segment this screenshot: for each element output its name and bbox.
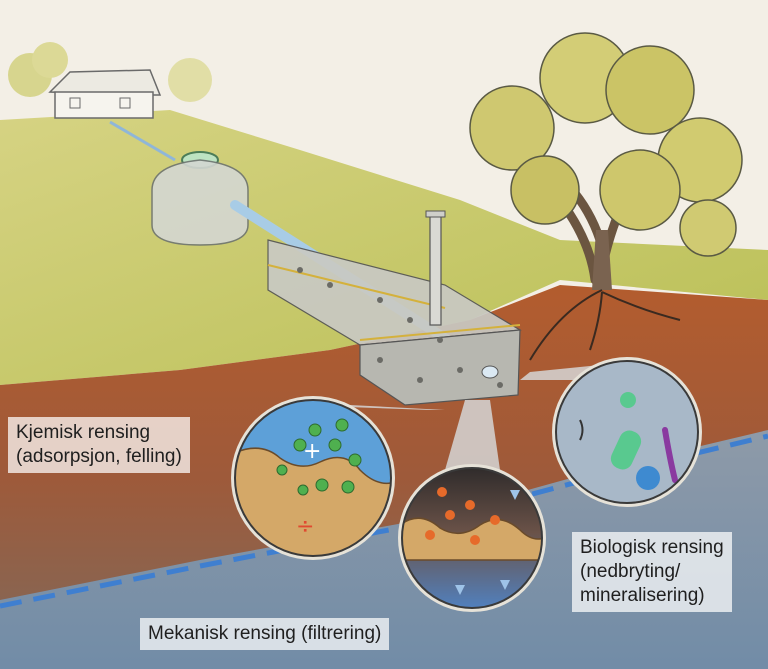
house xyxy=(48,69,162,119)
biological-label-line1: Biologisk rensing xyxy=(580,537,724,558)
tree xyxy=(469,32,743,361)
vent-cap xyxy=(425,210,446,218)
chemical-treatment-label: Kjemisk rensing (adsorpsjon, felling) xyxy=(8,417,190,473)
septic-tank xyxy=(151,151,249,246)
chemical-label-line1: Kjemisk rensing xyxy=(16,422,151,443)
biological-treatment-label: Biologisk rensing (nedbryting/ mineralis… xyxy=(572,532,732,612)
biological-label-line2: (nedbryting/ xyxy=(580,561,681,582)
negative-charge-symbol: ÷ xyxy=(296,514,314,539)
background-trees xyxy=(8,42,212,102)
filter-bed xyxy=(267,239,522,406)
inlet-pipe xyxy=(109,120,176,162)
mechanical-zoom-circle xyxy=(398,464,546,612)
vent-pipe xyxy=(429,214,442,326)
mechanical-label-line1: Mekanisk rensing (filtrering) xyxy=(148,623,382,644)
mechanical-treatment-label: Mekanisk rensing (filtrering) xyxy=(140,618,390,650)
chemical-zoom-circle: + ÷ xyxy=(231,396,395,560)
biological-zoom-circle xyxy=(552,357,702,507)
positive-charge-symbol: + xyxy=(303,439,321,464)
chemical-label-line2: (adsorpsjon, felling) xyxy=(16,446,182,467)
biological-label-line3: mineralisering) xyxy=(580,585,705,606)
